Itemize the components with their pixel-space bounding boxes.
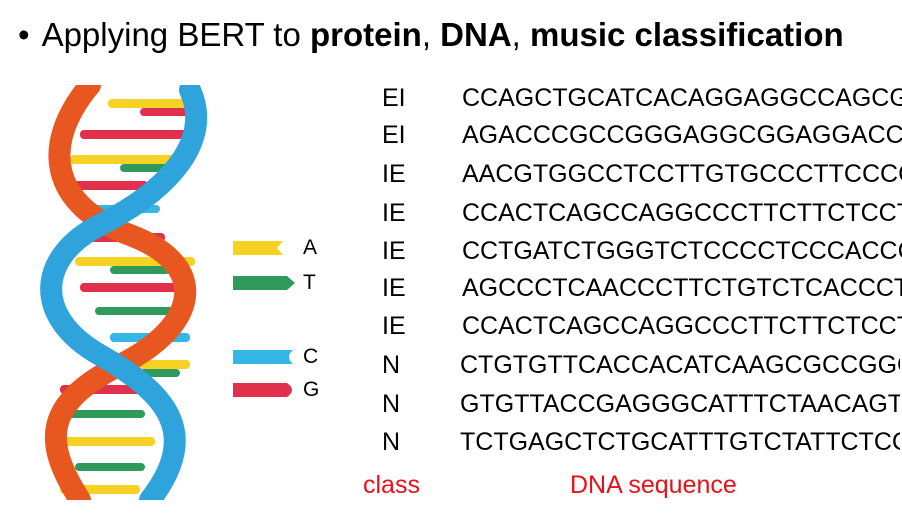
- sequence-column-caption: DNA sequence: [570, 471, 737, 499]
- table-row: N TCTGAGCTCTGCATTTGTCTATTCTCC: [0, 422, 902, 462]
- orange-strand: [44, 85, 196, 500]
- legend-letter: A: [303, 236, 318, 259]
- table-row: IE CCTGATCTGGGTCTCCCCTCCCACCC: [0, 231, 902, 271]
- red-base-icon: [233, 383, 292, 397]
- dna-sequence: CTGTGTTCACCACATCAAGCGCCGGG: [460, 351, 900, 379]
- class-label: N: [382, 351, 401, 379]
- table-row: EI CCAGCTGCATCACAGGAGGCCAGCG: [0, 78, 902, 118]
- dna-sequence: CCACTCAGCCAGGCCCTTCTTCTCCT: [462, 199, 902, 227]
- dna-sequence: CCTGATCTGGGTCTCCCCTCCCACCC: [462, 237, 902, 265]
- title-protein: protein: [310, 16, 422, 53]
- class-label: IE: [382, 312, 406, 340]
- dna-sequence: AACGTGGCCTCCTTGTGCCCTTCCCC: [462, 160, 902, 188]
- legend-item-t: T: [233, 270, 316, 296]
- table-row: N CTGTGTTCACCACATCAAGCGCCGGG: [0, 345, 902, 385]
- green-base-icon: [233, 276, 295, 290]
- blue-base-icon: [233, 350, 293, 364]
- yellow-base-icon: [233, 241, 283, 255]
- class-label: IE: [382, 160, 406, 188]
- class-label: EI: [382, 84, 406, 112]
- blue-strand: [40, 85, 207, 500]
- class-label: N: [382, 390, 401, 418]
- legend-letter: C: [303, 345, 319, 368]
- title-sep: ,: [421, 16, 441, 53]
- class-label: EI: [382, 121, 406, 149]
- title-music: music classification: [530, 16, 844, 53]
- title-dna: DNA: [440, 16, 512, 53]
- dna-helix-illustration: [40, 85, 207, 500]
- class-label: IE: [382, 237, 406, 265]
- dna-sequence: AGACCCGCCGGGAGGCGGAGGACC: [462, 121, 902, 149]
- table-row: IE AACGTGGCCTCCTTGTGCCCTTCCCC: [0, 154, 902, 194]
- dna-sequence: AGCCCTCAACCCTTCTGTCTCACCCT: [462, 274, 902, 302]
- legend-letter: T: [303, 271, 316, 294]
- class-label: IE: [382, 274, 406, 302]
- title-sep: ,: [511, 16, 531, 53]
- dna-sequence: GTGTTACCGAGGGCATTTCTAACAGT: [460, 390, 900, 418]
- bullet: •: [18, 16, 30, 53]
- dna-sequence: TCTGAGCTCTGCATTTGTCTATTCTCC: [460, 428, 900, 456]
- legend-item-g: G: [233, 377, 319, 403]
- class-label: N: [382, 428, 401, 456]
- title-prefix: Applying BERT to: [41, 16, 310, 53]
- dna-sequence: CCACTCAGCCAGGCCCTTCTTCTCCT: [462, 312, 902, 340]
- table-row: IE AGCCCTCAACCCTTCTGTCTCACCCT: [0, 268, 902, 308]
- table-row: EI AGACCCGCCGGGAGGCGGAGGACC: [0, 115, 902, 155]
- class-column-caption: class: [363, 471, 420, 499]
- class-label: IE: [382, 199, 406, 227]
- legend-item-c: C: [233, 344, 318, 370]
- table-row: IE CCACTCAGCCAGGCCCTTCTTCTCCT: [0, 306, 902, 346]
- legend-letter: G: [303, 378, 320, 401]
- table-row: IE CCACTCAGCCAGGCCCTTCTTCTCCT: [0, 193, 902, 233]
- table-row: N GTGTTACCGAGGGCATTTCTAACAGT: [0, 384, 902, 424]
- slide-title: • Applying BERT to protein, DNA, music cl…: [18, 14, 844, 56]
- legend-item-a: A: [233, 235, 317, 261]
- dna-sequence: CCAGCTGCATCACAGGAGGCCAGCG: [462, 84, 902, 112]
